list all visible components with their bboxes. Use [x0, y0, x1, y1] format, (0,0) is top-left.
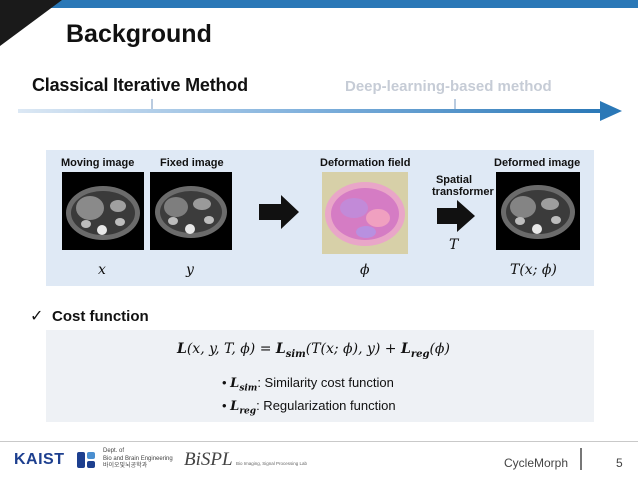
bispl-logo: BiSPL — [184, 449, 233, 470]
fixed-image — [150, 172, 232, 250]
deformed-image — [496, 172, 580, 250]
dept-name: Dept. of Bio and Brain Engineering 바이오및뇌… — [103, 448, 173, 469]
cost-formula: L(x, y, T, ϕ) = Lsim(T(x; ϕ), y) + Lreg(… — [177, 341, 450, 360]
bullet-regularization: • Lreg: Regularization function — [222, 398, 396, 417]
page-number: 5 — [616, 456, 623, 470]
kaist-logo: KAIST — [14, 451, 65, 468]
fixed-image-caption: Fixed image — [160, 157, 224, 169]
top-accent-bar — [0, 0, 638, 8]
footer-divider — [0, 441, 638, 442]
var-moving: x — [98, 262, 106, 278]
arrow-right-icon — [437, 200, 475, 232]
deformed-image-caption: Deformed image — [494, 157, 581, 169]
slide-title: Background — [66, 20, 212, 48]
moving-image — [62, 172, 144, 250]
timeline-right-label: Deep-learning-based method — [345, 78, 552, 95]
cost-function-heading: ✓ Cost function — [30, 306, 149, 326]
var-fixed: y — [186, 262, 194, 278]
dept-logo-icon — [77, 452, 95, 468]
bispl-subtitle: Bio Imaging, Signal Processing Lab — [236, 461, 308, 466]
moving-image-caption: Moving image — [61, 157, 135, 169]
var-transformer: T — [449, 237, 459, 253]
var-field: ϕ — [360, 262, 370, 278]
arrow-right-icon — [259, 195, 299, 229]
footer-project-name: CycleMorph — [504, 456, 569, 470]
bullet-similarity: • Lsim: Similarity cost function — [222, 375, 394, 394]
deformation-field-image — [322, 172, 408, 254]
spatial-transformer-caption: Spatial transformer — [432, 174, 494, 198]
var-deformed: T(x; ϕ) — [510, 262, 557, 278]
timeline-arrow-icon — [18, 99, 622, 121]
check-icon: ✓ — [30, 308, 44, 325]
timeline-left-label: Classical Iterative Method — [32, 75, 248, 95]
deformation-field-caption: Deformation field — [320, 157, 411, 169]
cost-function-label: Cost function — [52, 307, 149, 325]
footer-separator — [580, 448, 582, 470]
cost-box — [46, 330, 594, 422]
corner-decoration — [0, 0, 62, 46]
